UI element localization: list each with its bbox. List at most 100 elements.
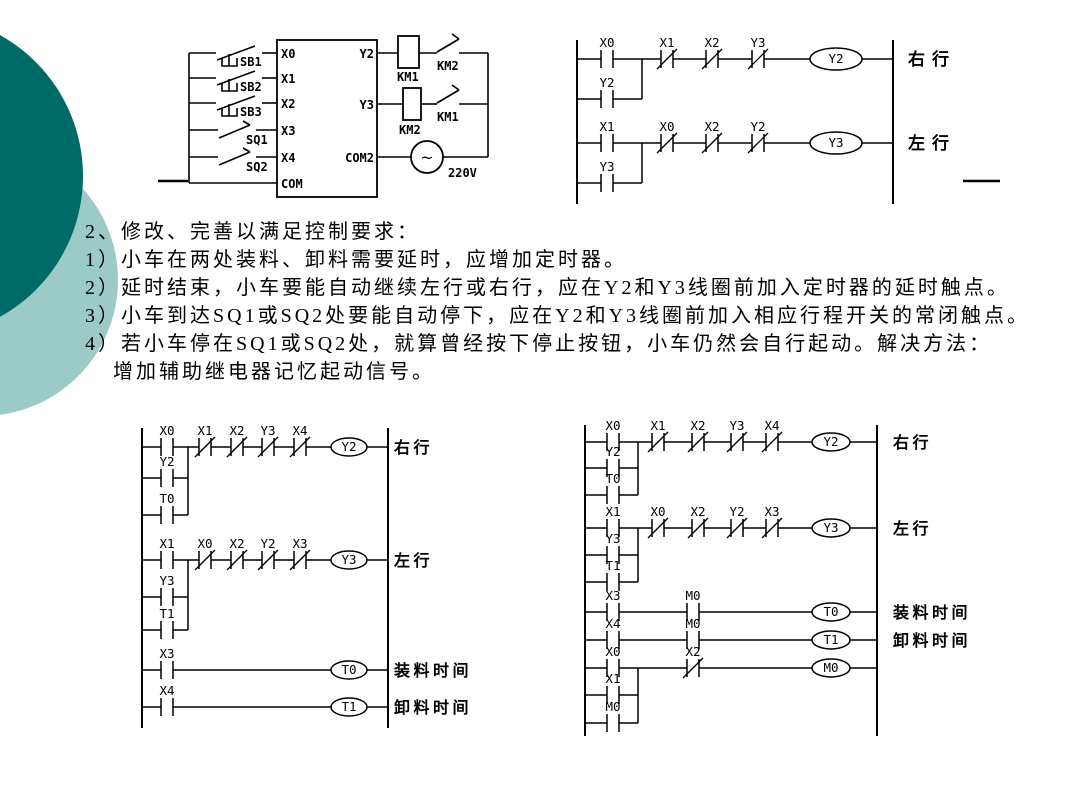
contact-label: M0 (605, 699, 620, 714)
rung-note: 左行 (393, 551, 433, 570)
coil-Y3: Y3 (811, 518, 851, 538)
contact-label: X4 (764, 418, 779, 433)
text-line: 3）小车到达SQ1或SQ2处要能自动停下，应在Y2和Y3线圈前加入相应行程开关的… (85, 305, 1031, 327)
contact-X4-no: X4 (605, 616, 621, 649)
limit-switch-sq2-label: SQ2 (246, 160, 268, 174)
contact-Y2-no: Y2 (159, 454, 175, 487)
contact-X0-nc: X0 (656, 119, 678, 154)
contact-X0-nc: X0 (647, 504, 669, 539)
text-line: 4）若小车停在SQ1或SQ2处，就算曾经按下停止按钮，小车仍然会自行起动。解决方… (85, 333, 993, 355)
contact-X1-no: X1 (599, 119, 615, 152)
voltage-label: 220V (448, 166, 477, 180)
contact-label: Y2 (605, 444, 620, 459)
contact-X0-no: X0 (599, 35, 615, 68)
contact-T0-no: T0 (159, 491, 175, 524)
plc-terminal-com2: COM2 (345, 151, 374, 165)
contact-T1-no: T1 (605, 558, 621, 591)
rung-note: 装料时间 (393, 661, 472, 680)
coil-label: Y2 (823, 434, 838, 449)
contact-label: X0 (605, 644, 620, 659)
plc-terminal-com: COM (281, 177, 303, 191)
contact-label: X2 (690, 418, 705, 433)
ac-symbol: ~ (420, 148, 433, 167)
contact-X0-no: X0 (605, 644, 621, 677)
rung-note: 装料时间 (892, 603, 971, 622)
contact-label: Y3 (729, 418, 744, 433)
coil-T0: T0 (811, 602, 851, 622)
plc-body (276, 39, 378, 198)
contact-M0-no: M0 (685, 616, 701, 649)
contact-label: Y3 (599, 159, 614, 174)
contact-label: X1 (605, 671, 620, 686)
contact-label: X1 (159, 536, 174, 551)
coil-label: M0 (823, 660, 838, 675)
contact-label: M0 (685, 616, 700, 631)
coil-T0: T0 (330, 660, 368, 680)
contact-label: X0 (659, 119, 674, 134)
contact-X1-nc: X1 (647, 418, 669, 453)
contact-X4-no: X4 (159, 683, 175, 716)
contact-label: X4 (605, 616, 620, 631)
contact-label: X1 (659, 35, 674, 50)
contact-Y3-no: Y3 (159, 573, 175, 606)
contact-label: X0 (605, 418, 620, 433)
limit-switch-sq1-label: SQ1 (246, 133, 268, 147)
contact-label: X1 (599, 119, 614, 134)
contact-X1-nc: X1 (656, 35, 678, 70)
contact-label: X3 (292, 536, 307, 551)
coil-label: T1 (341, 699, 356, 714)
contact-T1-no: T1 (159, 606, 175, 639)
contact-label: X1 (197, 423, 212, 438)
contact-label: T0 (605, 471, 620, 486)
contact-label: X0 (599, 35, 614, 50)
requirements-text: 2、修改、完善以满足控制要求： 1）小车在两处装料、卸料需要延时，应增加定时器。… (85, 218, 1030, 386)
contact-label: X1 (650, 418, 665, 433)
contactor-km1-coil (397, 35, 420, 69)
coil-T1: T1 (811, 630, 851, 650)
contact-label: X3 (605, 588, 620, 603)
contact-T0-no: T0 (605, 471, 621, 504)
coil-label: Y3 (341, 552, 356, 567)
contact-Y3-nc: Y3 (747, 35, 769, 70)
contact-X2-nc: X2 (701, 119, 723, 154)
contact-label: X2 (704, 119, 719, 134)
contact-X3-nc: X3 (761, 504, 783, 539)
pushbutton-sb3-label: SB3 (240, 105, 262, 119)
contact-label: X0 (197, 536, 212, 551)
contact-Y2-nc: Y2 (257, 536, 279, 571)
contact-label: Y2 (750, 119, 765, 134)
rung-note: 卸料时间 (893, 631, 971, 650)
plc-terminal-x3: X3 (281, 124, 295, 138)
contact-X2-nc: X2 (226, 423, 248, 458)
contact-X2-nc: X2 (701, 35, 723, 70)
contact-X3-no: X3 (605, 588, 621, 621)
coil-Y2: Y2 (330, 437, 368, 457)
contact-label: X2 (690, 504, 705, 519)
contact-label: Y2 (260, 536, 275, 551)
contact-label: T0 (159, 491, 174, 506)
rung-note: 右行 (394, 438, 433, 457)
coil-Y3: Y3 (330, 550, 368, 570)
plc-terminal-x1: X1 (281, 72, 295, 86)
contact-label: Y3 (260, 423, 275, 438)
plc-terminal-y3: Y3 (360, 98, 374, 112)
coil-label: Y2 (828, 51, 843, 66)
contact-label: X0 (650, 504, 665, 519)
contact-X3-nc: X3 (289, 536, 311, 571)
contact-X1-no: X1 (605, 671, 621, 704)
rung-note: 右行 (908, 49, 956, 69)
contact-label: X4 (159, 683, 174, 698)
contact-X0-nc: X0 (194, 536, 216, 571)
rung-note: 左行 (892, 519, 932, 538)
contact-X4-nc: X4 (289, 423, 311, 458)
coil-Y3: Y3 (809, 131, 863, 155)
coil-label: T0 (823, 604, 838, 619)
contact-Y3-nc: Y3 (257, 423, 279, 458)
coil-label: Y2 (341, 439, 356, 454)
rung-note: 卸料时间 (394, 698, 472, 717)
rung-note: 左行 (908, 133, 956, 153)
